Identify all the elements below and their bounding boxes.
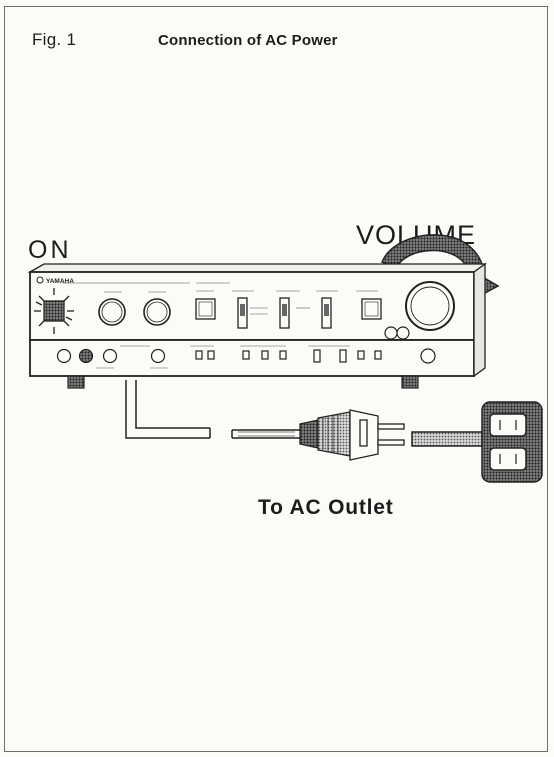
brand-text: YAMAHA: [46, 278, 74, 285]
twin-buttons: [384, 326, 410, 340]
power-cord: [125, 380, 300, 439]
power-switch: [34, 288, 74, 334]
lower-markings: [96, 345, 350, 369]
lower-controls: [56, 348, 436, 364]
amplifier-feet: [67, 375, 419, 389]
figure-number: Fig. 1: [32, 30, 77, 49]
selector-switches: [195, 297, 382, 329]
figure-frame: [4, 6, 548, 752]
yamaha-logo: YAMAHA: [36, 276, 74, 285]
plug-icon: [299, 409, 405, 461]
upper-knobs: [98, 298, 171, 326]
figure-title: Connection of AC Power: [158, 32, 338, 49]
outlet-caption: To AC Outlet: [258, 496, 394, 519]
ac-outlet-icon: [411, 401, 543, 483]
volume-knob: [405, 281, 455, 331]
panel-markings: [62, 282, 378, 315]
on-label: ON: [28, 236, 72, 264]
